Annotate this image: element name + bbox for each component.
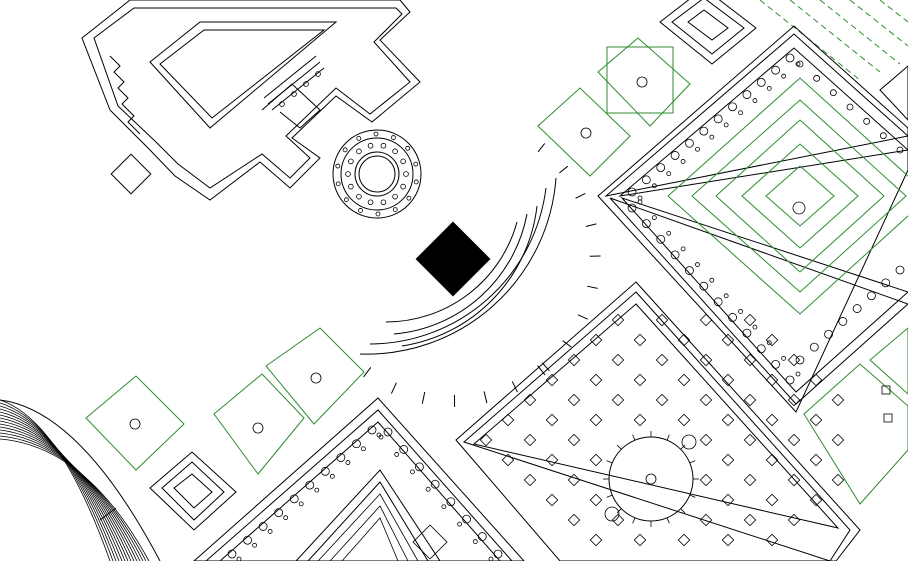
maze-garden xyxy=(597,25,908,413)
central-monument xyxy=(415,221,491,297)
rotunda xyxy=(332,129,422,219)
lawn-right xyxy=(803,327,908,505)
pavilion-top xyxy=(659,0,757,65)
small-pavilion xyxy=(110,153,152,195)
dashed-planting xyxy=(759,0,908,81)
pavilion-right xyxy=(879,65,908,121)
bosque-garden xyxy=(455,281,861,561)
parterre-bottom xyxy=(193,397,525,561)
exedra xyxy=(359,143,601,407)
pavilion-left xyxy=(149,451,237,531)
curved-terraces xyxy=(0,399,161,561)
palace-building xyxy=(81,0,421,201)
lawn-top xyxy=(537,37,691,177)
lawn-left xyxy=(85,327,365,475)
